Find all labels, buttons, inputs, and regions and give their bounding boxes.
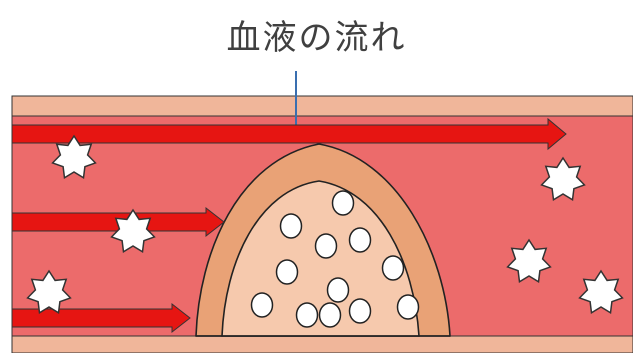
plaque-particle-12 bbox=[320, 303, 341, 327]
plaque-particle-9 bbox=[297, 303, 318, 327]
plaque-particle-8 bbox=[252, 293, 273, 317]
plaque-particle-10 bbox=[350, 299, 371, 323]
plaque-particle-7 bbox=[328, 278, 349, 302]
plaque-particle-3 bbox=[316, 234, 337, 258]
plaque-particle-5 bbox=[277, 260, 298, 284]
plaque-particle-11 bbox=[398, 295, 419, 319]
plaque-particle-1 bbox=[333, 191, 354, 215]
plaque-particle-6 bbox=[383, 256, 404, 280]
plaque-particle-4 bbox=[350, 228, 371, 252]
plaque-particle-2 bbox=[281, 214, 302, 238]
